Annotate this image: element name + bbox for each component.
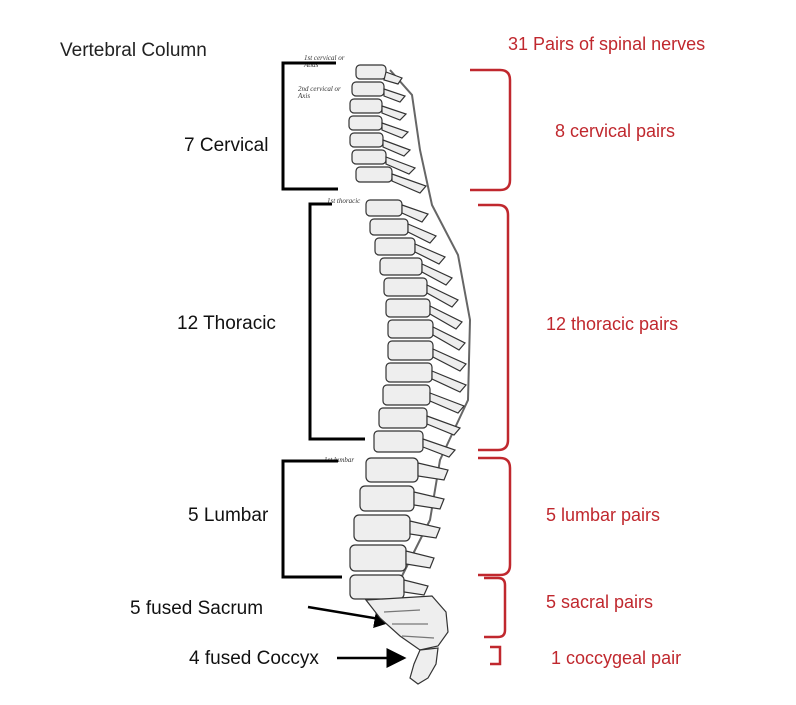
coccygeal-nerves-bracket — [490, 645, 502, 666]
cervical-nerves-label: 8 cervical pairs — [555, 121, 676, 141]
sacral-nerves-label: 5 sacral pairs — [546, 592, 654, 612]
thoracic-nerves-label: 12 thoracic pairs — [546, 314, 679, 334]
lumbar-nerves-bracket — [478, 456, 512, 577]
thoracic-bracket — [308, 202, 365, 441]
sacrum-label: 5 fused Sacrum — [130, 598, 264, 619]
atlas-annotation: 1st cervical or Atlas — [304, 54, 345, 69]
cervical-nerves-bracket — [470, 68, 512, 192]
coccygeal-nerves-label: 1 coccygeal pair — [551, 648, 682, 668]
spine-illustration — [348, 64, 472, 685]
lumbar-nerves-label: 5 lumbar pairs — [546, 505, 661, 525]
coccyx-label: 4 fused Coccyx — [189, 648, 319, 669]
axis-annotation: 2nd cervical or Axis — [298, 85, 341, 100]
thoracic-nerves-bracket — [478, 203, 510, 452]
nerves-title: 31 Pairs of spinal nerves — [508, 34, 706, 54]
first-thoracic-annotation: 1st thoracic — [327, 197, 361, 205]
lumbar-label: 5 Lumbar — [188, 505, 269, 526]
diagram-title: Vertebral Column — [60, 40, 207, 61]
cervical-label: 7 Cervical — [184, 135, 269, 156]
first-lumbar-annotation: 1st lumbar — [324, 456, 355, 464]
lumbar-bracket — [281, 459, 342, 579]
cervical-bracket — [281, 61, 338, 191]
sacral-nerves-bracket — [484, 576, 507, 639]
sacrum-arrow — [307, 605, 395, 628]
thoracic-label: 12 Thoracic — [177, 313, 276, 334]
